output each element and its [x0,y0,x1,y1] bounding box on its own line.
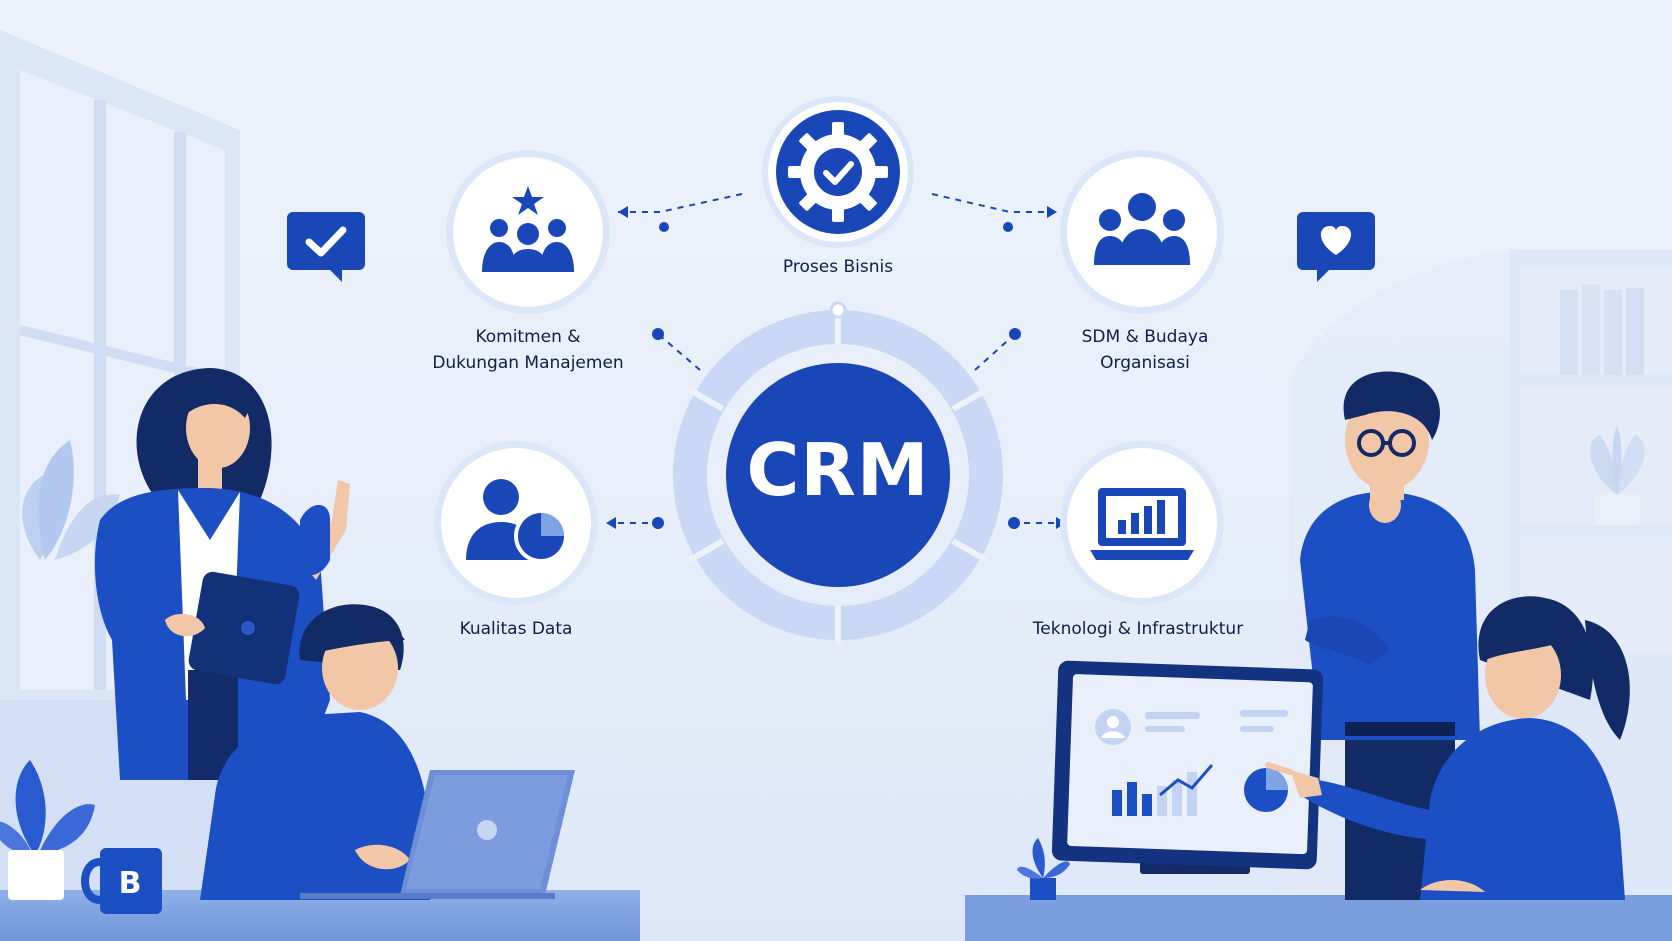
connector-lines [608,193,1060,524]
user-pie-chart-icon [466,479,568,563]
label-kualitas-data: Kualitas Data [459,619,573,639]
laptop-left [300,770,575,899]
crm-core [726,363,950,587]
label-proses-bisnis: Proses Bisnis [782,257,894,277]
heart-bubble [1297,212,1375,282]
mug-logo-letter: B [118,866,142,901]
mug [81,848,162,914]
plant-small-right [1017,838,1070,900]
checkmark-icon [305,226,347,257]
person-man-laptop [200,604,430,900]
desk-right [965,895,1672,941]
person-woman-pointing [1265,596,1630,900]
people-group-icon [1094,193,1190,265]
heart-icon [1320,226,1352,255]
crm-ring [673,301,1003,645]
person-man-glasses [1300,371,1480,900]
laptop-bar-chart-icon [1090,488,1194,560]
connector-dots [606,206,1066,529]
monitor-dashboard [1051,660,1324,874]
label-sdm-line1: SDM & Budaya [1081,327,1209,347]
team-star-icon [482,186,574,272]
checkmark-bubble [287,212,365,282]
label-komitmen-line2: Dukungan Manajemen [432,353,624,373]
person-woman-tablet [94,368,350,780]
label-teknologi: Teknologi & Infrastruktur [1032,619,1244,639]
label-sdm-line2: Organisasi [1100,353,1190,373]
label-komitmen-line1: Komitmen & [475,327,581,347]
background-plant-left [22,440,120,560]
node-kualitas-data [434,441,598,605]
plant-left [0,760,95,900]
crm-center-label: CRM [746,428,930,512]
gear-check-icon [788,122,888,222]
